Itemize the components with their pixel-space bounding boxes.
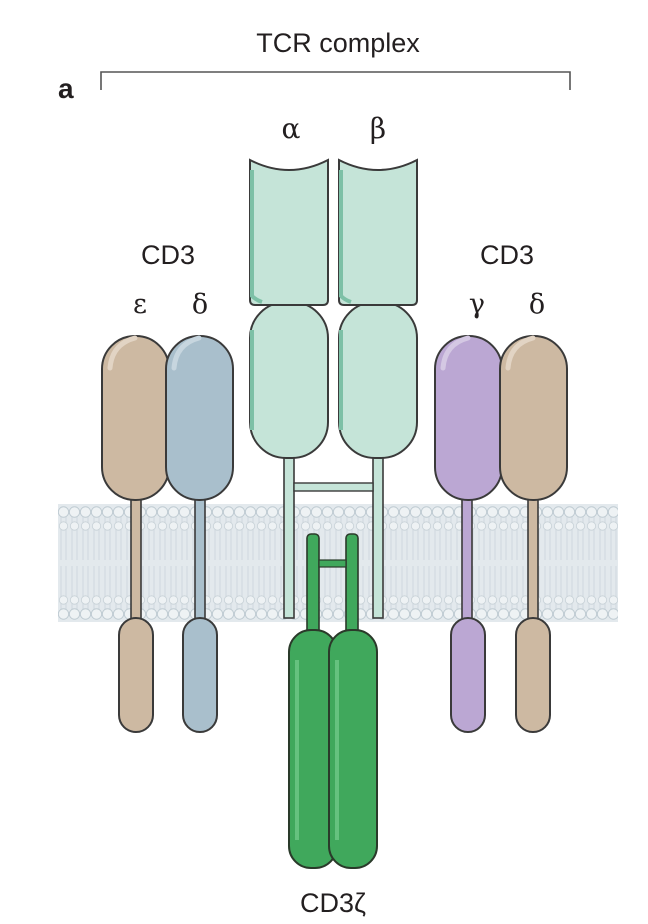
delta-left-label: δ (192, 289, 208, 320)
cd3-delta-right-chain (499, 335, 568, 733)
cd3-epsilon-chain (101, 335, 170, 733)
complex-bracket (100, 71, 571, 90)
delta-right-label: δ (529, 289, 545, 320)
cd3-gamma-chain (434, 335, 503, 733)
tcr-alpha-chain (249, 158, 329, 619)
tcr-beta-chain (338, 158, 418, 619)
alpha-label: α (282, 112, 301, 145)
cd3-delta-left-chain (165, 335, 234, 733)
tcr-disulfide-bridge (293, 482, 374, 492)
panel-label: a (58, 73, 74, 104)
epsilon-label: ε (133, 289, 147, 320)
cd3-zeta-homodimer (288, 533, 378, 869)
cd3-zeta-label: CD3ζ (300, 888, 366, 918)
complex-label: TCR complex (256, 28, 420, 58)
cd3-right-label: CD3 (480, 240, 534, 270)
gamma-label: γ (469, 289, 485, 320)
beta-label: β (370, 112, 386, 145)
cd3-left-label: CD3 (141, 240, 195, 270)
